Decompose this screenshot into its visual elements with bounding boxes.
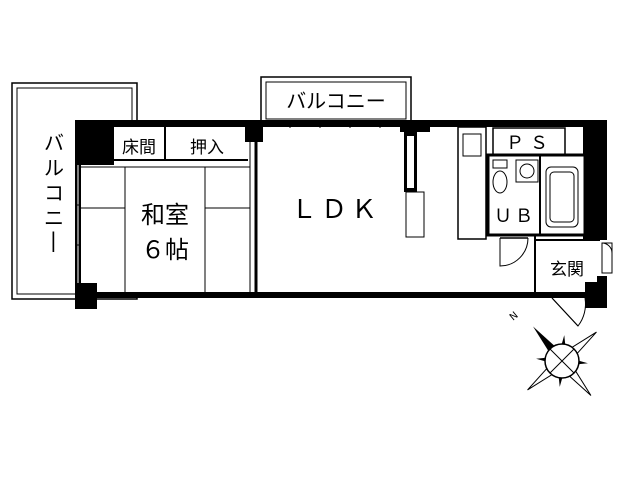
balcony-top [260, 76, 412, 123]
balcony-left-char-4: ニ [44, 206, 64, 230]
balcony-left-char-3: コ [44, 181, 64, 205]
washitsu-label: 和室 [141, 201, 189, 229]
compass-icon [527, 326, 597, 396]
oshiire-label: 押入 [190, 138, 224, 158]
balcony-left-label: バ ル コ ニ | [44, 131, 64, 252]
tokonoma-label: 床間 [122, 138, 156, 158]
interior-walls [81, 126, 600, 292]
balcony-top-label: バルコニー [286, 89, 386, 113]
genkan-label: 玄関 [550, 260, 584, 280]
balcony-left-char-5: | [50, 228, 57, 252]
ps-label: ＰＳ [506, 133, 554, 154]
ldk-label: ＬＤＫ [291, 195, 381, 225]
compass-north-label: N [508, 310, 521, 323]
balcony-left-char-1: バ [44, 131, 64, 155]
ub-label: ＵＢ [494, 206, 536, 227]
washitsu-size-label: ６帖 [141, 236, 189, 264]
window-left [75, 165, 81, 283]
doors [499, 237, 613, 327]
window-top [263, 121, 400, 128]
balcony-left-char-2: ル [44, 156, 64, 180]
